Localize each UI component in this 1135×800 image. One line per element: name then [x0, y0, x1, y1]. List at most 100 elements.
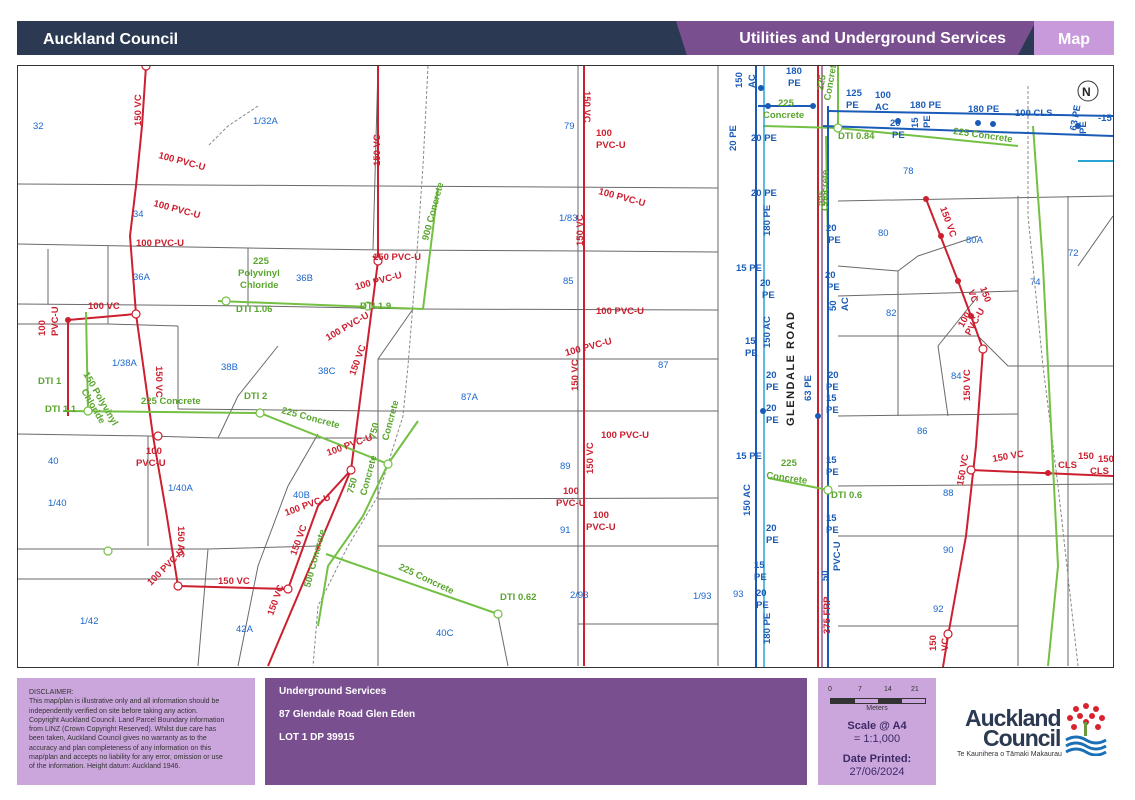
stormwater-label: 225 Concrete: [141, 396, 201, 407]
water-label: 180 PE: [968, 104, 999, 115]
stormwater-label: DTI 2: [244, 391, 267, 402]
wastewater-label: PVC-U: [586, 522, 616, 533]
water-label: PE: [826, 525, 839, 536]
date-printed-label: Date Printed:: [842, 753, 912, 765]
stormwater-label: Concrete: [820, 170, 831, 211]
water-label: 15: [745, 336, 756, 347]
parcel-label: 80A: [966, 235, 984, 246]
wastewater-label: 150 VC: [962, 369, 973, 401]
water-label: PE: [922, 115, 933, 128]
water-label: PE: [828, 235, 841, 246]
disclaimer: DISCLAIMER: This map/plan is illustrative…: [17, 678, 255, 785]
water-label: 15: [826, 393, 837, 404]
water-label: 180 PE: [762, 613, 773, 644]
water-label: 150 AC: [762, 316, 773, 348]
wastewater-label: 100: [37, 320, 48, 336]
water-label: PE: [756, 600, 769, 611]
stormwater-label: DTI 1.9: [360, 301, 391, 312]
wastewater-label: PVC-U: [50, 306, 61, 336]
disclaimer-line: been taken, Auckland Council gives no wa…: [29, 735, 207, 743]
water-label: 15: [826, 455, 837, 466]
wastewater-label: PVC-U: [556, 498, 586, 509]
water-label: 20 PE: [728, 125, 739, 151]
wastewater-label: 100: [596, 128, 612, 139]
wastewater-label: 150 VC: [992, 449, 1025, 465]
stormwater-label: 750: [367, 422, 382, 440]
parcel-label: 86: [917, 426, 928, 437]
disclaimer-line: from LINZ (Crown Copyright Reserved). Wh…: [29, 726, 217, 734]
water-label: 20: [756, 588, 767, 599]
stormwater-label: 750: [345, 477, 360, 495]
wastewater-label: PVC-U: [136, 458, 166, 469]
stormwater-label: DTI 0.62: [500, 592, 536, 603]
wastewater-label: 150: [1078, 451, 1094, 462]
parcel-label: 40B: [293, 490, 310, 501]
parcel-label: 1/93: [693, 591, 712, 602]
wastewater-label: 150 VC: [153, 366, 164, 398]
wastewater-label: 150 VC: [575, 214, 586, 246]
wastewater-label: 100 PVC-U: [324, 310, 371, 344]
parcel-label: 74: [1030, 277, 1041, 288]
water-label: PE: [826, 405, 839, 416]
map-tab[interactable]: Map: [1034, 21, 1114, 55]
disclaimer-line: This map/plan is illustrative only and a…: [29, 698, 220, 706]
parcel-label: 78: [903, 166, 914, 177]
stormwater-label: DTI 1.1: [45, 404, 77, 415]
water-label: 20: [826, 223, 837, 234]
wastewater-label: 100 PVC-U: [152, 198, 201, 221]
water-label: 15 PE: [736, 451, 762, 462]
parcel-label: 85: [563, 276, 574, 287]
stormwater-label: Concrete: [766, 470, 808, 487]
water-label: 63 PE: [1068, 104, 1083, 131]
water-label: 20: [825, 270, 836, 281]
water-label: -15: [1098, 113, 1112, 124]
parcel-label: 90: [943, 545, 954, 556]
map-canvas[interactable]: GLENDALE ROAD N 321/32A3436A36B1/38A38B3…: [18, 66, 1113, 667]
manholes: [83, 66, 988, 639]
wastewater-label: CLS: [1090, 466, 1109, 477]
wastewater-label: 150 VC: [218, 576, 250, 587]
disclaimer-line: map/plan and accepts no liability for an…: [29, 754, 223, 762]
stormwater-label: 225: [253, 256, 270, 267]
water-label: 50: [828, 300, 839, 311]
parcel-label: 82: [886, 308, 897, 319]
wastewater-label: 100 PVC-U: [597, 186, 646, 209]
parcel-label: 1/40A: [168, 483, 193, 494]
disclaimer-line: independently verified on site before ta…: [29, 707, 198, 715]
water-label: PE: [754, 572, 767, 583]
svg-text:N: N: [1082, 85, 1091, 99]
water-label: PVC-U: [832, 541, 843, 571]
parcel-label: 38B: [221, 362, 238, 373]
water-label: 15 PE: [736, 263, 762, 274]
water-label: 125: [846, 88, 863, 99]
council-name: Auckland Council: [43, 31, 179, 48]
scale-value: = 1:1,000: [853, 733, 901, 745]
header-bar: Auckland Council Utilities and Undergrou…: [17, 21, 1114, 55]
parcel-label: 1/42: [80, 616, 99, 627]
lot-number: LOT 1 DP 39915: [279, 732, 355, 743]
stormwater-label: 225: [778, 98, 795, 109]
stormwater-label: Chloride: [240, 280, 279, 291]
disclaimer-line: DISCLAIMER:: [29, 689, 74, 696]
wastewater-label: 100: [593, 510, 609, 521]
wastewater-label: 150: [928, 635, 939, 651]
parcel-label: 42A: [236, 624, 254, 635]
parcel-label: 36B: [296, 273, 313, 284]
water-fittings: [758, 85, 1081, 419]
scale-bar: [830, 698, 926, 704]
water-label: 20 PE: [751, 188, 777, 199]
water-label: 15: [910, 117, 921, 128]
stormwater-label: DTI 0.84: [838, 131, 875, 142]
water-mains: [755, 66, 1113, 667]
address: 87 Glendale Road Glen Eden: [279, 709, 416, 720]
services-title: Underground Services: [279, 686, 387, 697]
parcel-label: 1/32A: [253, 116, 278, 127]
water-label: 20: [760, 278, 771, 289]
wastewater-label: 150 VC: [955, 453, 971, 486]
parcel-label: 34: [133, 209, 144, 220]
water-label: PE: [766, 535, 779, 546]
water-label: 20: [766, 523, 777, 534]
water-label: 63 PE: [803, 375, 814, 401]
wastewater-label: 150 VC: [133, 94, 144, 126]
